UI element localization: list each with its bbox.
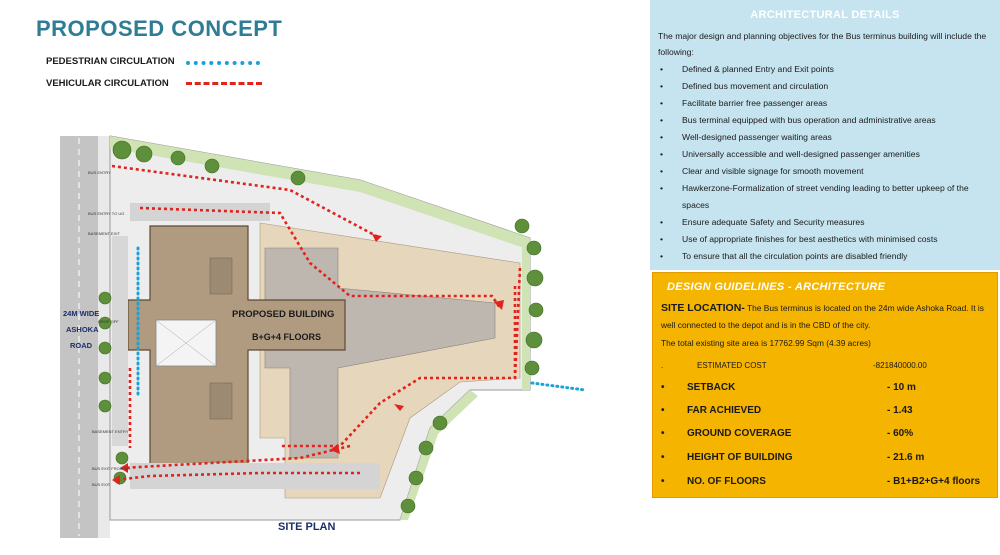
vehicular-arrows [112, 234, 504, 485]
estimated-cost-row: . ESTIMATED COST -821840000.00 [661, 361, 997, 379]
guideline-label: GROUND COVERAGE [687, 428, 792, 439]
list-item: Ensure adequate Safety and Security meas… [658, 214, 998, 231]
pedestrian-circulation [136, 246, 587, 400]
label-basement-exit: BASEMENT EXIT [88, 231, 120, 236]
list-item: Bus terminal equipped with bus operation… [658, 112, 998, 129]
estimated-cost-value: -821840000.00 [873, 361, 927, 370]
legend-pedestrian: PEDESTRIAN CIRCULATION [46, 56, 175, 67]
atrium-line [155, 319, 217, 367]
label-drop-off: DROP OFF [98, 319, 119, 324]
guideline-value: - 21.6 m [887, 452, 925, 463]
bullet: • [661, 452, 665, 463]
guideline-row-coverage: • GROUND COVERAGE - 60% [661, 428, 997, 446]
building-core [209, 257, 233, 295]
guideline-value: - 1.43 [887, 405, 913, 416]
drop-off-lane [112, 236, 128, 446]
site-location: SITE LOCATION- The Bus terminus is locat… [661, 300, 997, 334]
architectural-details-intro: The major design and planning objectives… [658, 31, 987, 57]
list-item: Facilitate barrier free passenger areas [658, 95, 998, 112]
label-bus-exit-ug: BUS EXIT FROM UG [92, 466, 130, 471]
guideline-row-height: • HEIGHT OF BUILDING - 21.6 m [661, 452, 997, 470]
guideline-label: NO. OF FLOORS [687, 476, 766, 487]
site-plan-drawing: 24M WIDE ASHOKA ROAD PROPOSED BUILDING B… [60, 135, 587, 538]
estimated-cost-label: ESTIMATED COST [697, 361, 767, 370]
guideline-value: - B1+B2+G+4 floors [887, 476, 981, 487]
footpath [98, 136, 110, 538]
legend-vehicular: VEHICULAR CIRCULATION [46, 78, 169, 89]
building-label-1: PROPOSED BUILDING [232, 309, 334, 320]
building-core [209, 382, 233, 420]
bullet: • [661, 476, 665, 487]
guideline-label: HEIGHT OF BUILDING [687, 452, 793, 463]
site-plan-caption: SITE PLAN [278, 521, 336, 533]
list-item: Use of appropriate finishes for best aes… [658, 231, 998, 248]
page-title: PROPOSED CONCEPT [36, 16, 283, 41]
building-label-2: B+G+4 FLOORS [252, 332, 321, 342]
guideline-value: - 10 m [887, 382, 916, 393]
site-location-label: SITE LOCATION- [661, 302, 745, 314]
bullet: • [661, 382, 665, 393]
list-item: Hawkerzone-Formalization of street vendi… [658, 180, 998, 214]
guideline-value: - 60% [887, 428, 914, 439]
label-bus-entry: BUS ENTRY [88, 170, 111, 175]
guideline-label: SETBACK [687, 382, 736, 393]
road-label-2: ASHOKA [66, 325, 99, 334]
site-area: The total existing site area is 17762.99… [661, 338, 871, 348]
architectural-details-panel: ARCHITECTURAL DETAILS The major design a… [650, 0, 1000, 270]
bullet: . [661, 361, 664, 370]
legend-pedestrian-line [186, 61, 260, 65]
bullet: • [661, 428, 665, 439]
legend-vehicular-line [186, 82, 262, 85]
architectural-details-list: Defined & planned Entry and Exit points … [658, 61, 998, 265]
list-item: To ensure that all the circulation point… [658, 248, 998, 265]
guideline-label: FAR ACHIEVED [687, 405, 762, 416]
architectural-details-heading: ARCHITECTURAL DETAILS [750, 9, 900, 21]
trees [98, 140, 544, 514]
list-item: Clear and visible signage for smooth mov… [658, 163, 998, 180]
list-item: Defined bus movement and circulation [658, 78, 998, 95]
guideline-row-far: • FAR ACHIEVED - 1.43 [661, 405, 997, 423]
design-guidelines-heading: DESIGN GUIDELINES - ARCHITECTURE [667, 281, 886, 293]
list-item: Defined & planned Entry and Exit points [658, 61, 998, 78]
label-bus-exit: BUS EXIT [92, 482, 111, 487]
list-item: Universally accessible and well-designed… [658, 146, 998, 163]
list-item: Well-designed passenger waiting areas [658, 129, 998, 146]
guideline-row-setback: • SETBACK - 10 m [661, 382, 997, 400]
road-label-1: 24M WIDE [63, 309, 99, 318]
site-location-text: The Bus terminus is located on the 24m w… [661, 303, 984, 330]
road-label-3: ROAD [70, 341, 93, 350]
bus-entry-lane [130, 203, 270, 221]
design-guidelines-panel: DESIGN GUIDELINES - ARCHITECTURE SITE LO… [652, 272, 998, 498]
guideline-row-floors: • NO. OF FLOORS - B1+B2+G+4 floors [661, 476, 997, 494]
bullet: • [661, 405, 665, 416]
label-basement-entry: BASEMENT ENTRY [92, 429, 129, 434]
label-bus-entry-ug: BUS ENTRY TO UG [88, 211, 124, 216]
vehicular-circulation [111, 164, 522, 482]
